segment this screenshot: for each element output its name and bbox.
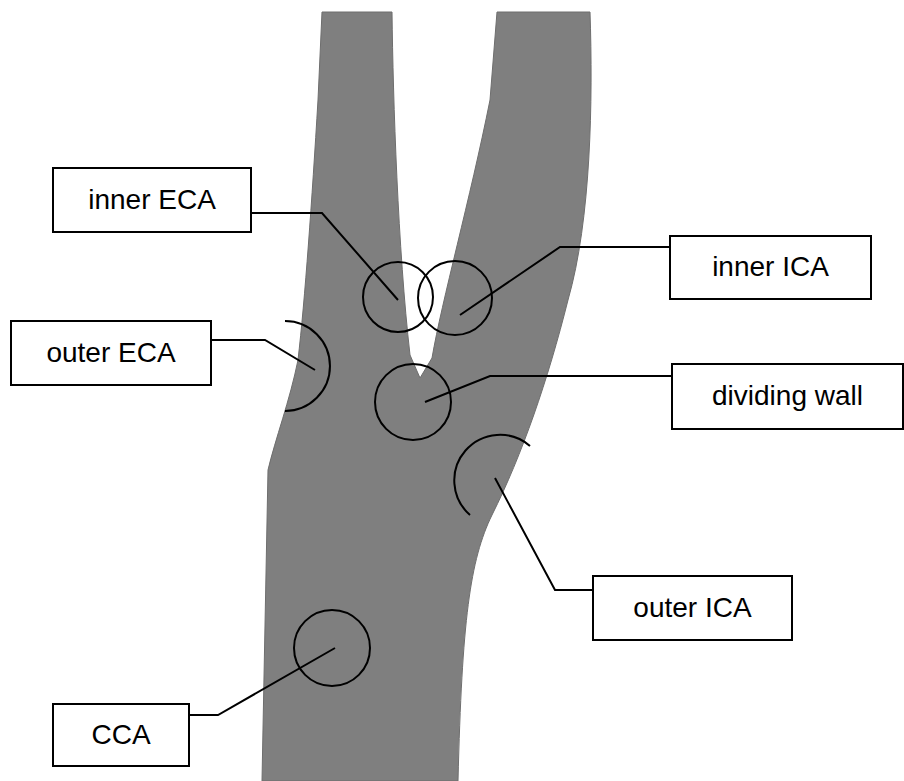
label-text: inner ICA [712, 252, 829, 283]
label-text: inner ECA [88, 185, 216, 216]
label-text: CCA [91, 720, 150, 751]
label-box: outer ECA [10, 320, 212, 386]
region-circle [294, 610, 370, 686]
label-text: outer ECA [46, 338, 175, 369]
label-box: inner ICA [669, 235, 872, 300]
label-box: dividing wall [671, 363, 904, 430]
region-circle [375, 364, 451, 440]
leader-line [495, 478, 592, 590]
leader-line [212, 340, 315, 370]
leader-line [425, 376, 671, 402]
leader-line [190, 648, 335, 715]
region-circle [418, 261, 492, 335]
leader-line [252, 213, 398, 300]
label-box: inner ECA [52, 167, 252, 233]
label-box: outer ICA [592, 575, 793, 641]
label-box: CCA [52, 703, 190, 767]
region-arc [454, 435, 530, 515]
carotid-vessel [262, 12, 591, 781]
leader-line [460, 247, 669, 315]
label-text: dividing wall [712, 381, 863, 412]
label-text: outer ICA [633, 593, 751, 624]
